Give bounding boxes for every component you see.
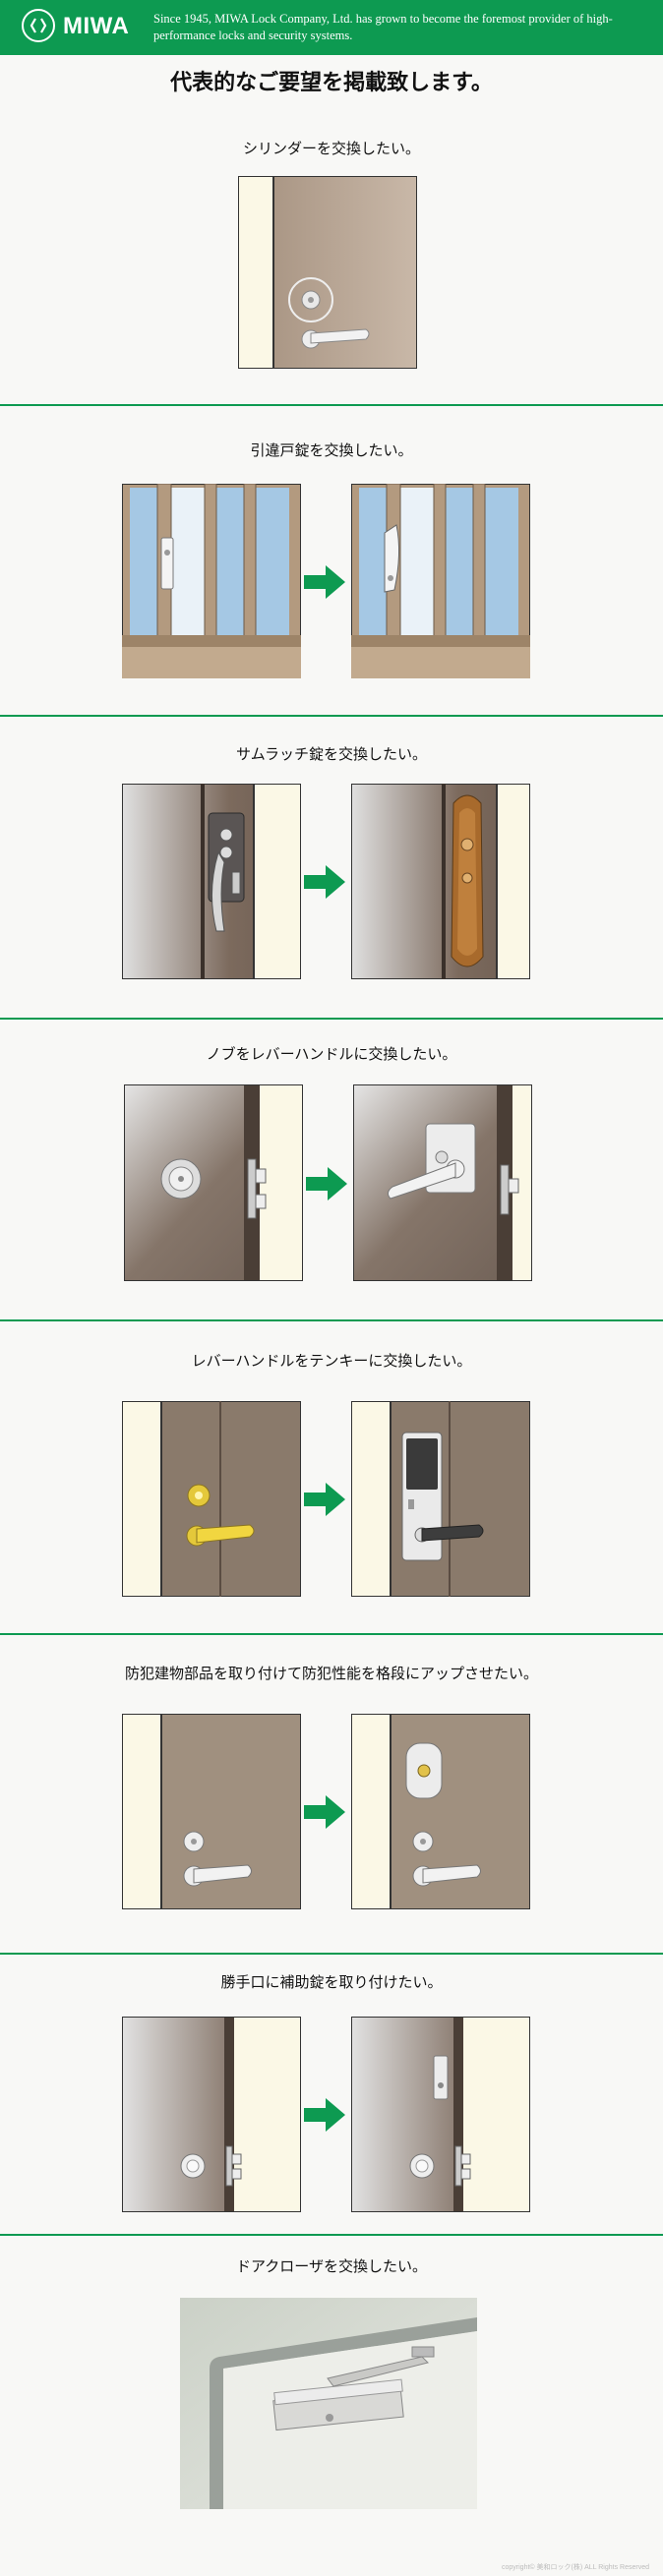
section-title-cylinder: シリンダーを交換したい。 (242, 140, 420, 157)
sliding-lock-after-illustration (351, 484, 530, 678)
section-divider (0, 1633, 663, 1635)
section-title-auxiliary-lock: 勝手口に補助錠を取り付けたい。 (220, 1973, 443, 1991)
lever-after-illustration (353, 1084, 532, 1281)
section-title-security-parts: 防犯建物部品を取り付けて防犯性能を格段にアップさせたい。 (124, 1665, 538, 1682)
section-title-lever-to-tenkey: レバーハンドルをテンキーに交換したい。 (191, 1352, 472, 1370)
section-divider (0, 2234, 663, 2236)
cylinder-door-illustration (238, 176, 417, 369)
thumb-latch-after-illustration (351, 784, 530, 979)
knob-before-illustration (124, 1084, 303, 1281)
lever-before-illustration (122, 1401, 301, 1597)
page-title: 代表的なご要望を掲載致します。 (170, 71, 493, 95)
arrow-right-icon (306, 1167, 347, 1200)
arrow-right-icon (304, 1483, 345, 1516)
arrow-right-icon (304, 1795, 345, 1829)
section-divider (0, 715, 663, 717)
auxiliary-before-illustration (122, 2017, 301, 2212)
section-title-sliding-lock: 引違戸錠を交換したい。 (250, 441, 413, 459)
security-after-illustration (351, 1714, 530, 1909)
section-title-thumb-latch: サムラッチ錠を交換したい。 (236, 745, 427, 763)
arrow-right-icon (304, 2098, 345, 2132)
security-before-illustration (122, 1714, 301, 1909)
tenkey-after-illustration (351, 1401, 530, 1597)
auxiliary-after-illustration (351, 2017, 530, 2212)
header-tagline: Since 1945, MIWA Lock Company, Ltd. has … (153, 12, 613, 42)
thumb-latch-before-illustration (122, 784, 301, 979)
section-divider (0, 1018, 663, 1020)
logo-wordmark[interactable]: MIWA (63, 13, 130, 39)
arrow-right-icon (304, 865, 345, 899)
section-divider (0, 1319, 663, 1321)
section-divider (0, 404, 663, 406)
arrow-right-icon (304, 565, 345, 599)
section-divider (0, 1953, 663, 1955)
section-title-door-closer: ドアクローザを交換したい。 (236, 2257, 427, 2275)
copyright-text: copyright© 美和ロック(株) ALL Rights Reserved (502, 2564, 649, 2571)
door-closer-illustration (180, 2298, 477, 2509)
site-header: MIWA Since 1945, MIWA Lock Company, Ltd.… (0, 0, 663, 55)
miwa-logo-icon[interactable] (22, 9, 55, 42)
section-title-knob-to-lever: ノブをレバーハンドルに交換したい。 (206, 1045, 457, 1063)
sliding-lock-before-illustration (122, 484, 301, 678)
